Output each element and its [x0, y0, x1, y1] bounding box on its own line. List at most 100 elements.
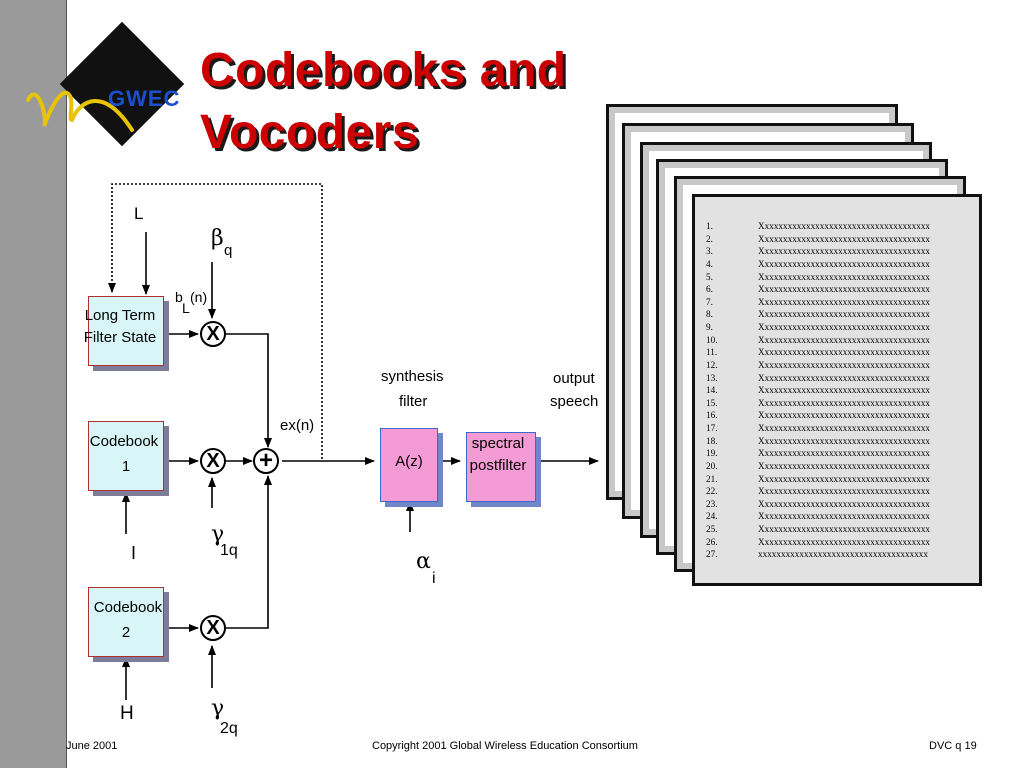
- synthesis-label-line2: filter: [399, 393, 428, 410]
- title-line-2: Vocoders: [200, 106, 420, 159]
- codebook-entry-text: Xxxxxxxxxxxxxxxxxxxxxxxxxxxxxxxxxxxxx: [758, 435, 931, 446]
- codebook-entry-number: 11.: [706, 347, 718, 358]
- codebook-entry-text: Xxxxxxxxxxxxxxxxxxxxxxxxxxxxxxxxxxxxx: [758, 258, 931, 269]
- postfilter-line2: postfilter: [469, 457, 527, 474]
- gamma2-symbol: γ: [211, 696, 225, 721]
- gamma2-subscript: 2q: [220, 720, 238, 737]
- codebook-entry-text: Xxxxxxxxxxxxxxxxxxxxxxxxxxxxxxxxxxxxx: [758, 221, 931, 231]
- codebook-entry-text: Xxxxxxxxxxxxxxxxxxxxxxxxxxxxxxxxxxxxx: [758, 473, 931, 484]
- long-term-line2: Filter State: [83, 329, 157, 346]
- long-term-input-label: L: [134, 204, 144, 223]
- codebook-entry-text: Xxxxxxxxxxxxxxxxxxxxxxxxxxxxxxxxxxxxx: [758, 359, 931, 370]
- codebook-entry-number: 23.: [706, 498, 718, 509]
- codebook-entry-text: xxxxxxxxxxxxxxxxxxxxxxxxxxxxxxxxxxxxx: [758, 549, 928, 560]
- codebook-entry-number: 24.: [706, 511, 718, 522]
- codebook-entry-text: Xxxxxxxxxxxxxxxxxxxxxxxxxxxxxxxxxxxxx: [758, 385, 931, 396]
- codebook-entry-text: Xxxxxxxxxxxxxxxxxxxxxxxxxxxxxxxxxxxxx: [758, 397, 931, 408]
- codebook-entry-number: 10.: [706, 334, 718, 345]
- codebook-2-line2: 2: [121, 624, 131, 641]
- slide-title: Codebooks and Vocoders: [200, 40, 567, 164]
- codebook-1-input-label: I: [131, 543, 137, 563]
- gamma1-subscript: 1q: [220, 542, 238, 559]
- codebook-entry-number: 15.: [706, 397, 718, 408]
- multiplier-node: X: [200, 321, 226, 347]
- codebook-2-box: Codebook 2: [88, 587, 164, 657]
- codebook-entry-number: 1.: [706, 221, 713, 231]
- codebook-entry-text: Xxxxxxxxxxxxxxxxxxxxxxxxxxxxxxxxxxxxx: [758, 334, 931, 345]
- synthesis-filter-box: A(z): [380, 428, 438, 502]
- codebook-entry-number: 25.: [706, 524, 718, 534]
- codebook-entry-number: 14.: [706, 385, 718, 396]
- multiplier-node: X: [200, 448, 226, 474]
- bl-main: b: [175, 289, 183, 305]
- codebook-entry-number: 22.: [706, 486, 718, 497]
- codebook-entry-text: Xxxxxxxxxxxxxxxxxxxxxxxxxxxxxxxxxxxxx: [758, 536, 931, 547]
- codebook-entry-number: 12.: [706, 359, 718, 370]
- codebook-entry-number: 26.: [706, 536, 718, 547]
- codebook-entry-text: Xxxxxxxxxxxxxxxxxxxxxxxxxxxxxxxxxxxxx: [758, 423, 931, 433]
- codebook-entry-text: Xxxxxxxxxxxxxxxxxxxxxxxxxxxxxxxxxxxxx: [758, 410, 931, 421]
- codebook-entry-number: 19.: [706, 448, 718, 459]
- codebook-1-line1: Codebook: [89, 433, 159, 450]
- codebook-entry-text: Xxxxxxxxxxxxxxxxxxxxxxxxxxxxxxxxxxxxx: [758, 284, 931, 295]
- codebook-page-front: [692, 194, 982, 586]
- codebook-entry-number: 27.: [706, 549, 718, 560]
- codebook-entry-text: Xxxxxxxxxxxxxxxxxxxxxxxxxxxxxxxxxxxxx: [758, 448, 931, 459]
- synthesis-label-line1: synthesis: [381, 368, 444, 385]
- bl-suffix: (n): [190, 289, 208, 305]
- footer-page-number: DVC q 19: [929, 740, 977, 752]
- logo-swoosh-icon: [26, 90, 134, 132]
- output-label-line2: speech: [550, 393, 599, 410]
- codebook-2-input-label: H: [120, 703, 134, 724]
- codebook-2-line1: Codebook: [93, 599, 163, 616]
- codebook-entry-text: Xxxxxxxxxxxxxxxxxxxxxxxxxxxxxxxxxxxxx: [758, 246, 931, 257]
- left-side-bar: [0, 0, 67, 768]
- codebook-entry-number: 6.: [706, 284, 713, 295]
- long-term-filter-state-box: Long Term Filter State: [84, 296, 164, 366]
- bl-subscript: L: [182, 300, 190, 316]
- summing-node: +: [253, 448, 279, 474]
- codebook-entry-text: Xxxxxxxxxxxxxxxxxxxxxxxxxxxxxxxxxxxxx: [758, 511, 931, 522]
- codebook-entry-text: Xxxxxxxxxxxxxxxxxxxxxxxxxxxxxxxxxxxxx: [758, 524, 931, 534]
- gamma1-symbol: γ: [211, 522, 225, 547]
- codebook-entry-number: 7.: [706, 296, 713, 307]
- codebook-entry-number: 5.: [706, 271, 713, 282]
- codebook-entry-number: 17.: [706, 423, 718, 433]
- codebook-entry-number: 9.: [706, 322, 713, 332]
- codebook-entry-text: Xxxxxxxxxxxxxxxxxxxxxxxxxxxxxxxxxxxxx: [758, 372, 931, 383]
- codebook-entry-text: Xxxxxxxxxxxxxxxxxxxxxxxxxxxxxxxxxxxxx: [758, 296, 931, 307]
- codebook-1-line2: 1: [121, 458, 131, 475]
- spectral-postfilter-box: spectral postfilter: [466, 432, 536, 502]
- codebook-entry-text: Xxxxxxxxxxxxxxxxxxxxxxxxxxxxxxxxxxxxx: [758, 309, 931, 320]
- long-term-line1: Long Term: [84, 307, 156, 324]
- footer-copyright: Copyright 2001 Global Wireless Education…: [372, 740, 638, 752]
- codebook-entry-number: 16.: [706, 410, 718, 421]
- codebook-entry-number: 18.: [706, 435, 718, 446]
- codebook-entry-number: 8.: [706, 309, 713, 320]
- codebook-entry-text: Xxxxxxxxxxxxxxxxxxxxxxxxxxxxxxxxxxxxx: [758, 347, 931, 358]
- codebook-entry-text: Xxxxxxxxxxxxxxxxxxxxxxxxxxxxxxxxxxxxx: [758, 486, 931, 497]
- codebook-1-box: Codebook 1: [88, 421, 164, 491]
- codebook-entry-text: Xxxxxxxxxxxxxxxxxxxxxxxxxxxxxxxxxxxxx: [758, 233, 931, 244]
- codebook-entry-text: Xxxxxxxxxxxxxxxxxxxxxxxxxxxxxxxxxxxxx: [758, 271, 931, 282]
- codebook-entry-text: Xxxxxxxxxxxxxxxxxxxxxxxxxxxxxxxxxxxxx: [758, 322, 931, 332]
- codebook-entry-number: 3.: [706, 246, 713, 257]
- title-line-1: Codebooks and: [200, 44, 567, 97]
- multiplier-node: X: [200, 615, 226, 641]
- codebook-entry-number: 4.: [706, 258, 713, 269]
- alpha-symbol: α: [416, 549, 431, 574]
- postfilter-line1: spectral: [471, 435, 525, 452]
- codebook-entry-number: 20.: [706, 460, 718, 471]
- beta-subscript: q: [224, 242, 233, 259]
- logo-text: GWEC: [108, 86, 181, 111]
- codebook-entry-number: 2.: [706, 233, 713, 244]
- output-label-line1: output: [553, 370, 595, 387]
- codebook-entry-number: 13.: [706, 372, 718, 383]
- excitation-label: ex(n): [280, 417, 315, 434]
- codebook-entry-text: Xxxxxxxxxxxxxxxxxxxxxxxxxxxxxxxxxxxxx: [758, 460, 931, 471]
- footer-date: June 2001: [66, 740, 118, 752]
- beta-symbol: β: [211, 226, 224, 251]
- codebook-entry-text: Xxxxxxxxxxxxxxxxxxxxxxxxxxxxxxxxxxxxx: [758, 498, 931, 509]
- alpha-subscript: i: [432, 570, 436, 587]
